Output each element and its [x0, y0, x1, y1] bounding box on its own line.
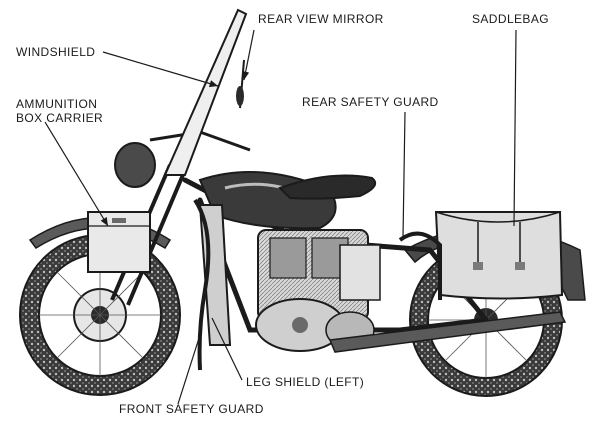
exhaust	[328, 311, 567, 353]
label-rear-view-mirror: REAR VIEW MIRROR	[258, 12, 384, 26]
label-rear-safety-guard: REAR SAFETY GUARD	[302, 95, 439, 109]
rear-view-mirror-shape	[236, 86, 244, 106]
headlight	[114, 142, 156, 188]
windshield-leader-line	[102, 51, 219, 88]
front-safety-guard-leader-line	[177, 334, 201, 405]
windshield-shape	[163, 8, 248, 176]
battery-box	[339, 244, 381, 301]
label-ammunition-box-carrier: AMMUNITION BOX CARRIER	[16, 97, 103, 125]
label-front-safety-guard: FRONT SAFETY GUARD	[119, 402, 264, 416]
saddlebag-shape	[434, 211, 564, 300]
label-saddlebag: SADDLEBAG	[472, 12, 549, 26]
rear-safety-guard-shape	[398, 231, 442, 300]
ammunition-leader-line	[44, 121, 109, 227]
label-leg-shield: LEG SHIELD (LEFT)	[246, 375, 365, 389]
rear-safety-guard-leader-line	[402, 111, 406, 239]
label-windshield: WINDSHIELD	[16, 45, 96, 59]
label-ammunition-line2: BOX CARRIER	[16, 111, 104, 125]
leg-shield-leader-line	[211, 317, 243, 381]
seat	[278, 174, 376, 200]
label-ammunition-line1: AMMUNITION	[16, 97, 98, 111]
ammunition-box	[87, 211, 151, 273]
front-safety-guard-shape	[193, 198, 211, 371]
saddlebag-leader-line	[513, 29, 517, 227]
rear-view-mirror-leader-line	[242, 29, 255, 81]
